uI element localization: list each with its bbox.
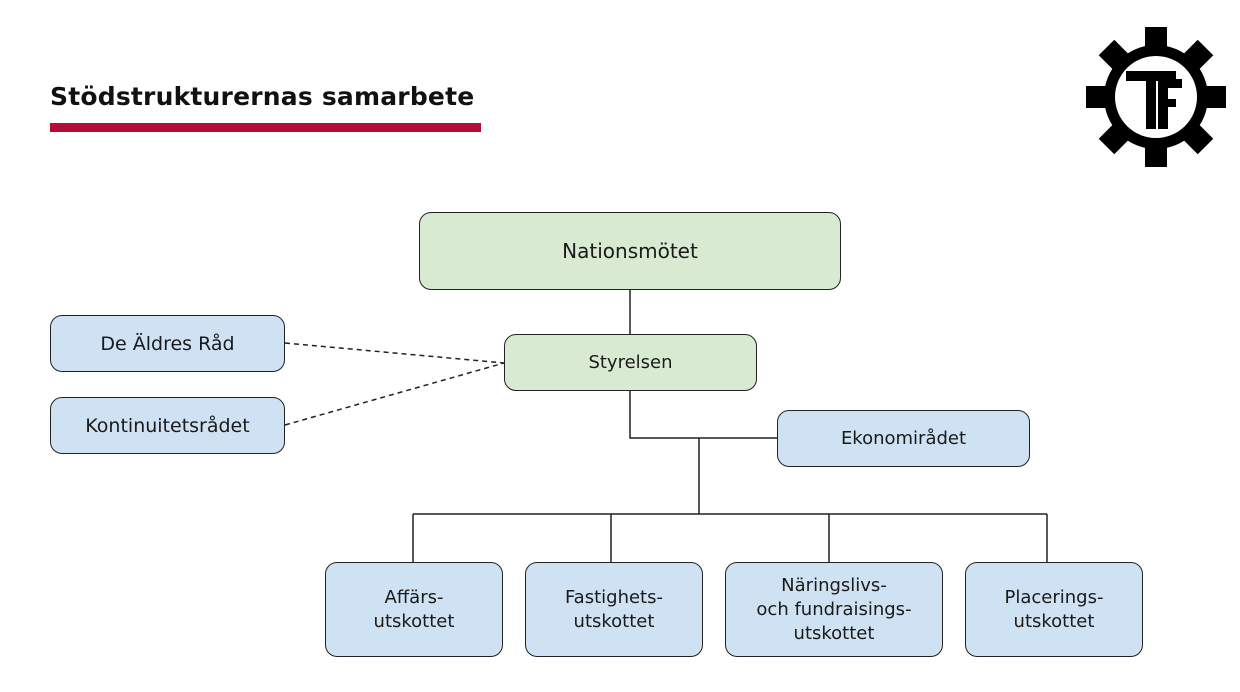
node-label: Fastighets- utskottet [564, 586, 663, 632]
node-affars-utskottet: Affärs- utskottet [325, 562, 503, 657]
node-nationsmotet: Nationsmötet [419, 212, 841, 290]
node-label: Näringslivs- och fundraisings- utskottet [756, 574, 912, 644]
node-kontinuitetsradet: Kontinuitetsrådet [50, 397, 285, 454]
node-ekonomiradet: Ekonomirådet [777, 410, 1030, 467]
node-styrelsen: Styrelsen [504, 334, 757, 391]
title-underline [50, 123, 481, 132]
dashed-line-aldres-rad [284, 342, 505, 364]
node-label: Ekonomirådet [840, 427, 967, 449]
node-label: De Äldres Råd [100, 332, 235, 355]
node-label: Affärs- utskottet [373, 586, 455, 632]
node-placerings-utskottet: Placerings- utskottet [965, 562, 1143, 657]
line-styrelsen-ekonomiradet [629, 391, 777, 439]
page-title: Stödstrukturernas samarbete [50, 82, 475, 111]
node-label: Kontinuitetsrådet [85, 414, 250, 437]
node-label: Styrelsen [588, 351, 673, 373]
node-fastighets-utskottet: Fastighets- utskottet [525, 562, 703, 657]
dashed-line-kontinuitetsradet [284, 362, 505, 426]
node-label: Nationsmötet [562, 239, 698, 263]
gear-tf-logo-icon [1086, 27, 1226, 167]
node-label: Placerings- utskottet [1004, 586, 1104, 632]
node-aldres-rad: De Äldres Råd [50, 315, 285, 372]
node-naringslivs-utskottet: Näringslivs- och fundraisings- utskottet [725, 562, 943, 657]
